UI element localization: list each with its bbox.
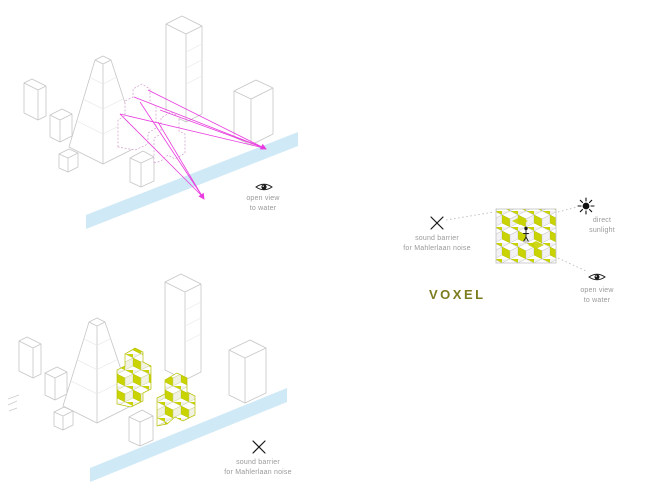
open-view-label-top: open view to water: [233, 194, 293, 214]
voxel-pattern-square: [495, 208, 557, 264]
building-small-left: [49, 108, 73, 143]
proposed-volume-dashed: [117, 83, 186, 164]
view-lines: [119, 89, 267, 200]
building-foreground-box: [129, 150, 155, 188]
voxel-volume-right: [156, 372, 196, 427]
dotted-connector-view: [557, 257, 589, 273]
caption-line: direct: [592, 217, 612, 224]
building-small-left: [44, 366, 68, 401]
voxel-volume-left: [116, 347, 152, 408]
building-slab-left: [23, 78, 47, 121]
eye-icon: [255, 183, 273, 191]
building-slab-left: [18, 336, 42, 379]
building-notched-right: [233, 79, 274, 146]
building-tall-tower: [164, 273, 202, 381]
top-massing-diagram: [23, 15, 298, 229]
building-tall-tower: [165, 15, 203, 123]
caption-line: for Mahlerlaan noise: [403, 244, 471, 252]
building-pyramid: [62, 317, 134, 424]
direct-sunlight-label: direct sunlight: [577, 216, 627, 236]
caption-line: open view: [246, 195, 280, 202]
sun-icon: [577, 197, 595, 215]
building-notched-right: [228, 339, 267, 404]
caption-line: sunlight: [589, 226, 615, 234]
caption-line: for Mahlerlaan noise: [224, 468, 292, 476]
dotted-connector-sun: [557, 206, 578, 213]
x-icon: [252, 440, 266, 454]
caption-line: open view: [580, 287, 614, 294]
building-small-bottom: [58, 148, 79, 173]
voxel-title: VOXEL: [429, 287, 486, 302]
bottom-massing-diagram: [7, 273, 287, 482]
building-foreground-box: [128, 409, 154, 447]
road-marks: [7, 394, 20, 412]
sound-barrier-label-bottom: sound barrier for Mahlerlaan noise: [198, 458, 318, 478]
person-figure: [522, 226, 530, 243]
caption-line: sound barrier: [236, 459, 280, 466]
dotted-connector-noise: [445, 211, 495, 221]
caption-line: to water: [583, 296, 611, 304]
water-strip: [90, 388, 287, 482]
sound-barrier-label-right: sound barrier for Mahlerlaan noise: [387, 234, 487, 254]
eye-icon: [588, 273, 606, 281]
caption-line: to water: [249, 204, 277, 212]
open-view-label-right: open view to water: [567, 286, 627, 306]
voxel-panel-graphic: [430, 197, 606, 281]
x-icon: [430, 216, 444, 230]
building-small-bottom: [53, 406, 74, 431]
caption-line: sound barrier: [415, 235, 459, 242]
